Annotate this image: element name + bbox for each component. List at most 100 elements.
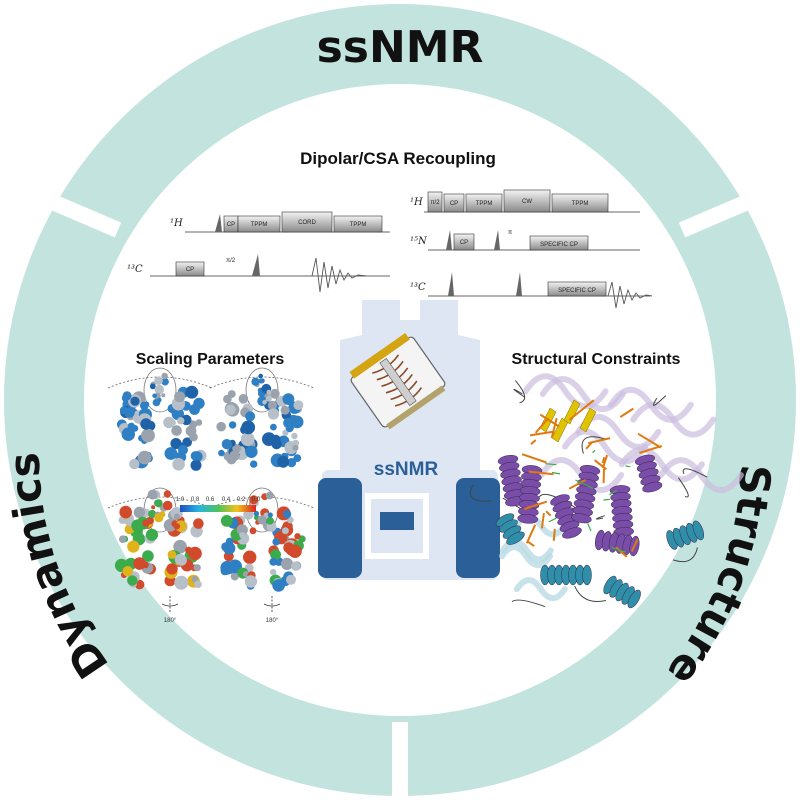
protein-background-ribbon bbox=[657, 457, 744, 494]
rotation-arrow-left bbox=[161, 603, 179, 607]
pulse-right-n-pi bbox=[446, 230, 452, 250]
protein-helix bbox=[571, 464, 601, 524]
pulse-left-h-block-2-label: TPPM bbox=[251, 222, 268, 228]
molecule-atom bbox=[267, 400, 277, 410]
molecule-atom bbox=[185, 546, 193, 554]
pulse-right-h-block-1-label: π/2 bbox=[430, 200, 440, 206]
molecule-atom bbox=[258, 378, 264, 384]
protein-background-ribbon bbox=[607, 386, 694, 423]
molecule-atom bbox=[195, 419, 203, 426]
ring-gap-right bbox=[678, 192, 756, 238]
molecule-atom bbox=[285, 424, 294, 433]
molecule-atom bbox=[154, 376, 163, 386]
molecule-panel-1 bbox=[107, 367, 213, 471]
protein-helix bbox=[594, 529, 640, 557]
molecule-atom bbox=[273, 438, 281, 446]
molecule-atom bbox=[241, 420, 256, 435]
molecule-atom bbox=[288, 544, 302, 558]
molecule-atom bbox=[267, 408, 280, 420]
pulse-left-c-block-1-label: CP bbox=[186, 267, 194, 273]
scale-tick-5: 0.2 bbox=[237, 497, 246, 503]
pulse-right-n-channel: ¹⁵N bbox=[410, 236, 428, 247]
pulse-left-h-block-2 bbox=[237, 215, 281, 233]
scale-bar: 1.0 0.8 0.6 0.4 0.2 0.0 bbox=[176, 497, 261, 512]
protein-background-ribbon bbox=[499, 544, 554, 569]
molecule-atom bbox=[173, 523, 181, 530]
protein-constraint bbox=[601, 454, 609, 469]
pulse-right-c-block-1-label: SPECIFIC CP bbox=[558, 288, 596, 294]
molecule-atom bbox=[182, 437, 192, 448]
protein-constraint bbox=[615, 546, 628, 558]
protein-loop bbox=[677, 477, 689, 498]
protein-helix bbox=[603, 575, 641, 609]
molecule-atom bbox=[178, 444, 188, 455]
protein-contact bbox=[548, 517, 557, 523]
ring-label-top: ssNMR bbox=[317, 22, 484, 73]
pulse-right-c-pi-1 bbox=[448, 272, 454, 296]
molecule-atom bbox=[292, 439, 300, 447]
pulse-right-h-block-5 bbox=[551, 193, 609, 213]
helix-turn bbox=[642, 481, 663, 493]
molecule-atom bbox=[161, 393, 166, 398]
molecule-atom bbox=[244, 575, 258, 588]
protein-helix bbox=[495, 513, 525, 545]
molecule-atom bbox=[253, 510, 260, 517]
molecule-atom bbox=[151, 505, 156, 510]
scale-tick-4: 0.4 bbox=[222, 497, 231, 503]
protein-contact bbox=[625, 465, 631, 468]
molecule-atom bbox=[133, 557, 146, 570]
molecule-atom bbox=[141, 428, 155, 443]
molecule-atom bbox=[270, 549, 281, 560]
molecule-atom bbox=[267, 512, 273, 518]
pulse-left-c-block-1 bbox=[175, 261, 205, 277]
protein-constraint bbox=[601, 457, 606, 464]
molecule-atom bbox=[269, 388, 280, 399]
molecule-atom bbox=[243, 550, 257, 564]
pulse-sequence-left: ¹H CP TPPM CORD TPPM ¹³C CP π/2 bbox=[127, 211, 390, 293]
rotation-arrow-right bbox=[263, 603, 281, 607]
molecule-atom bbox=[294, 533, 301, 540]
ring-gap-left bbox=[44, 192, 122, 238]
rotor-probe bbox=[349, 333, 446, 430]
molecule-atom bbox=[137, 450, 152, 465]
pulse-right-h-channel: ¹H bbox=[410, 197, 423, 208]
molecule-atom bbox=[251, 377, 260, 386]
scale-tick-6: 0.0 bbox=[252, 497, 261, 503]
ssnmr-magnet: ssNMR bbox=[318, 300, 500, 580]
pulse-right-n-pi-pulse bbox=[494, 230, 500, 250]
protein-constraint bbox=[523, 500, 548, 510]
molecule-atom bbox=[133, 506, 146, 519]
protein-loop bbox=[653, 395, 667, 406]
protein-contact bbox=[575, 479, 594, 490]
molecule-atom bbox=[262, 399, 267, 405]
protein-helix bbox=[540, 564, 592, 586]
protein-strand bbox=[579, 407, 597, 433]
molecule-atom bbox=[265, 491, 274, 500]
scaling-title: Scaling Parameters bbox=[136, 351, 285, 368]
molecule-atom bbox=[163, 490, 172, 498]
pulse-left-h-block-4-label: TPPM bbox=[350, 222, 367, 228]
molecule-atom bbox=[129, 458, 140, 470]
molecule-atom bbox=[145, 528, 159, 541]
protein-loop bbox=[574, 585, 607, 602]
molecule-atom bbox=[121, 427, 135, 441]
pulse-right-n-block-1-label: CP bbox=[460, 240, 468, 246]
outer-ring: ssNMR Dynamics Structure bbox=[0, 4, 796, 800]
protein-loop bbox=[511, 599, 546, 608]
molecule-panel-3 bbox=[107, 487, 213, 590]
molecule-atom bbox=[177, 417, 185, 425]
pulse-left-h-block-3 bbox=[281, 211, 333, 233]
protein-constraint bbox=[529, 430, 555, 437]
pulse-sequence-right: ¹H π/2 CP TPPM CW TPPM ¹⁵N CP π SPECIFIC… bbox=[410, 189, 653, 309]
molecule-atom bbox=[245, 411, 256, 422]
pulse-right-c-pi-2 bbox=[516, 272, 522, 296]
magnet-leg-left bbox=[318, 478, 362, 578]
pulse-left-c-pi-pulse bbox=[252, 254, 260, 276]
molecule-atom bbox=[193, 397, 205, 410]
pulse-right-c-channel: ¹³C bbox=[410, 282, 426, 293]
molecule-atom bbox=[128, 558, 135, 565]
molecule-atom bbox=[270, 423, 277, 431]
molecule-atom bbox=[127, 540, 140, 553]
molecule-atom bbox=[269, 557, 278, 566]
